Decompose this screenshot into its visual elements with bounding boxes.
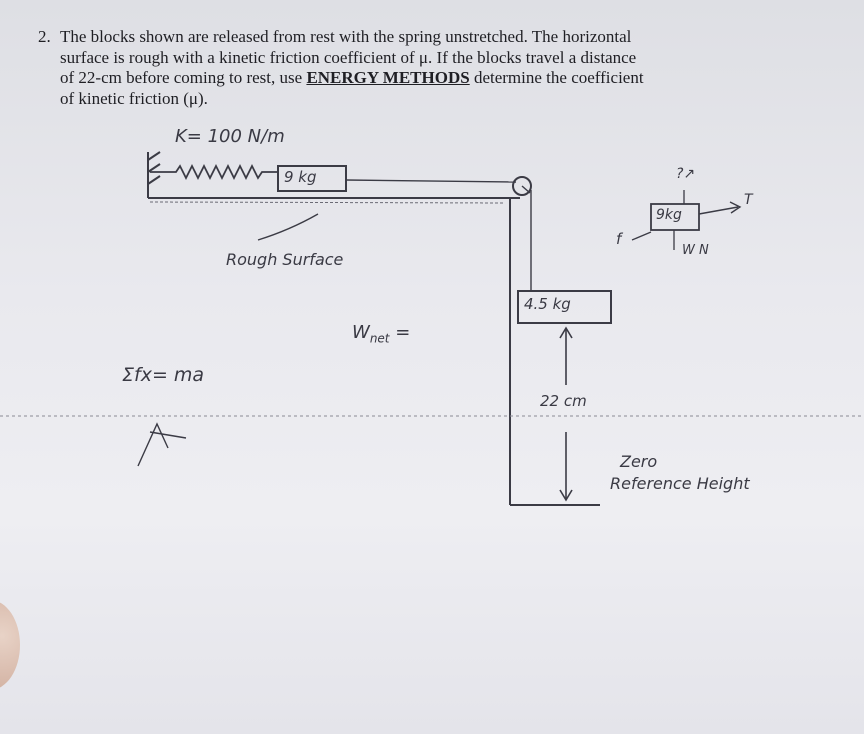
block-4-5kg <box>517 290 612 324</box>
problem-line-3: of 22-cm before coming to rest, use ENER… <box>60 68 644 89</box>
fbd-bottom-label: W N <box>682 243 709 258</box>
w-net-symbol: W <box>352 322 370 343</box>
fbd-tension-label: T <box>744 192 753 208</box>
w-net-subscript: net <box>369 331 390 346</box>
sum-forces-label: Σfx= ma <box>122 364 205 386</box>
thumb-edge <box>0 600 20 690</box>
block-9kg-top <box>277 165 347 192</box>
pulley-icon <box>512 176 532 196</box>
problem-line-3-head: of 22-cm before coming to rest, use <box>60 68 307 87</box>
fbd-friction-label: f <box>616 230 622 248</box>
string-horizontal <box>345 179 517 183</box>
problem-line-3-tail: determine the coefficient <box>469 68 644 87</box>
w-net-equals: = <box>389 322 411 343</box>
energy-methods-emphasis: ENERGY METHODS <box>306 68 470 87</box>
distance-arrow <box>559 326 573 502</box>
rough-surface-label: Rough Surface <box>226 250 344 269</box>
problem-line-1: The blocks shown are released from rest … <box>60 27 632 46</box>
spring-icon <box>150 163 278 181</box>
problem-line-2: surface is rough with a kinetic friction… <box>60 47 637 67</box>
hanging-block-label: 4.5 kg <box>524 295 571 313</box>
block-top-label: 9 kg <box>284 168 317 186</box>
problem-line-4: of kinetic friction (μ). <box>60 88 208 108</box>
fbd-top-label: ?↗ <box>676 166 696 182</box>
spring-constant-label: K= 100 N/m <box>175 126 285 147</box>
reference-height-label: Reference Height <box>610 474 750 493</box>
distance-label: 22 cm <box>540 392 587 410</box>
wall-icon <box>147 151 161 198</box>
fbd-block <box>650 203 700 231</box>
zero-label: Zero <box>620 452 658 471</box>
fbd-block-label: 9kg <box>656 207 682 223</box>
w-net-label: Wnet = <box>352 322 410 346</box>
problem-number: 2. <box>38 27 51 46</box>
